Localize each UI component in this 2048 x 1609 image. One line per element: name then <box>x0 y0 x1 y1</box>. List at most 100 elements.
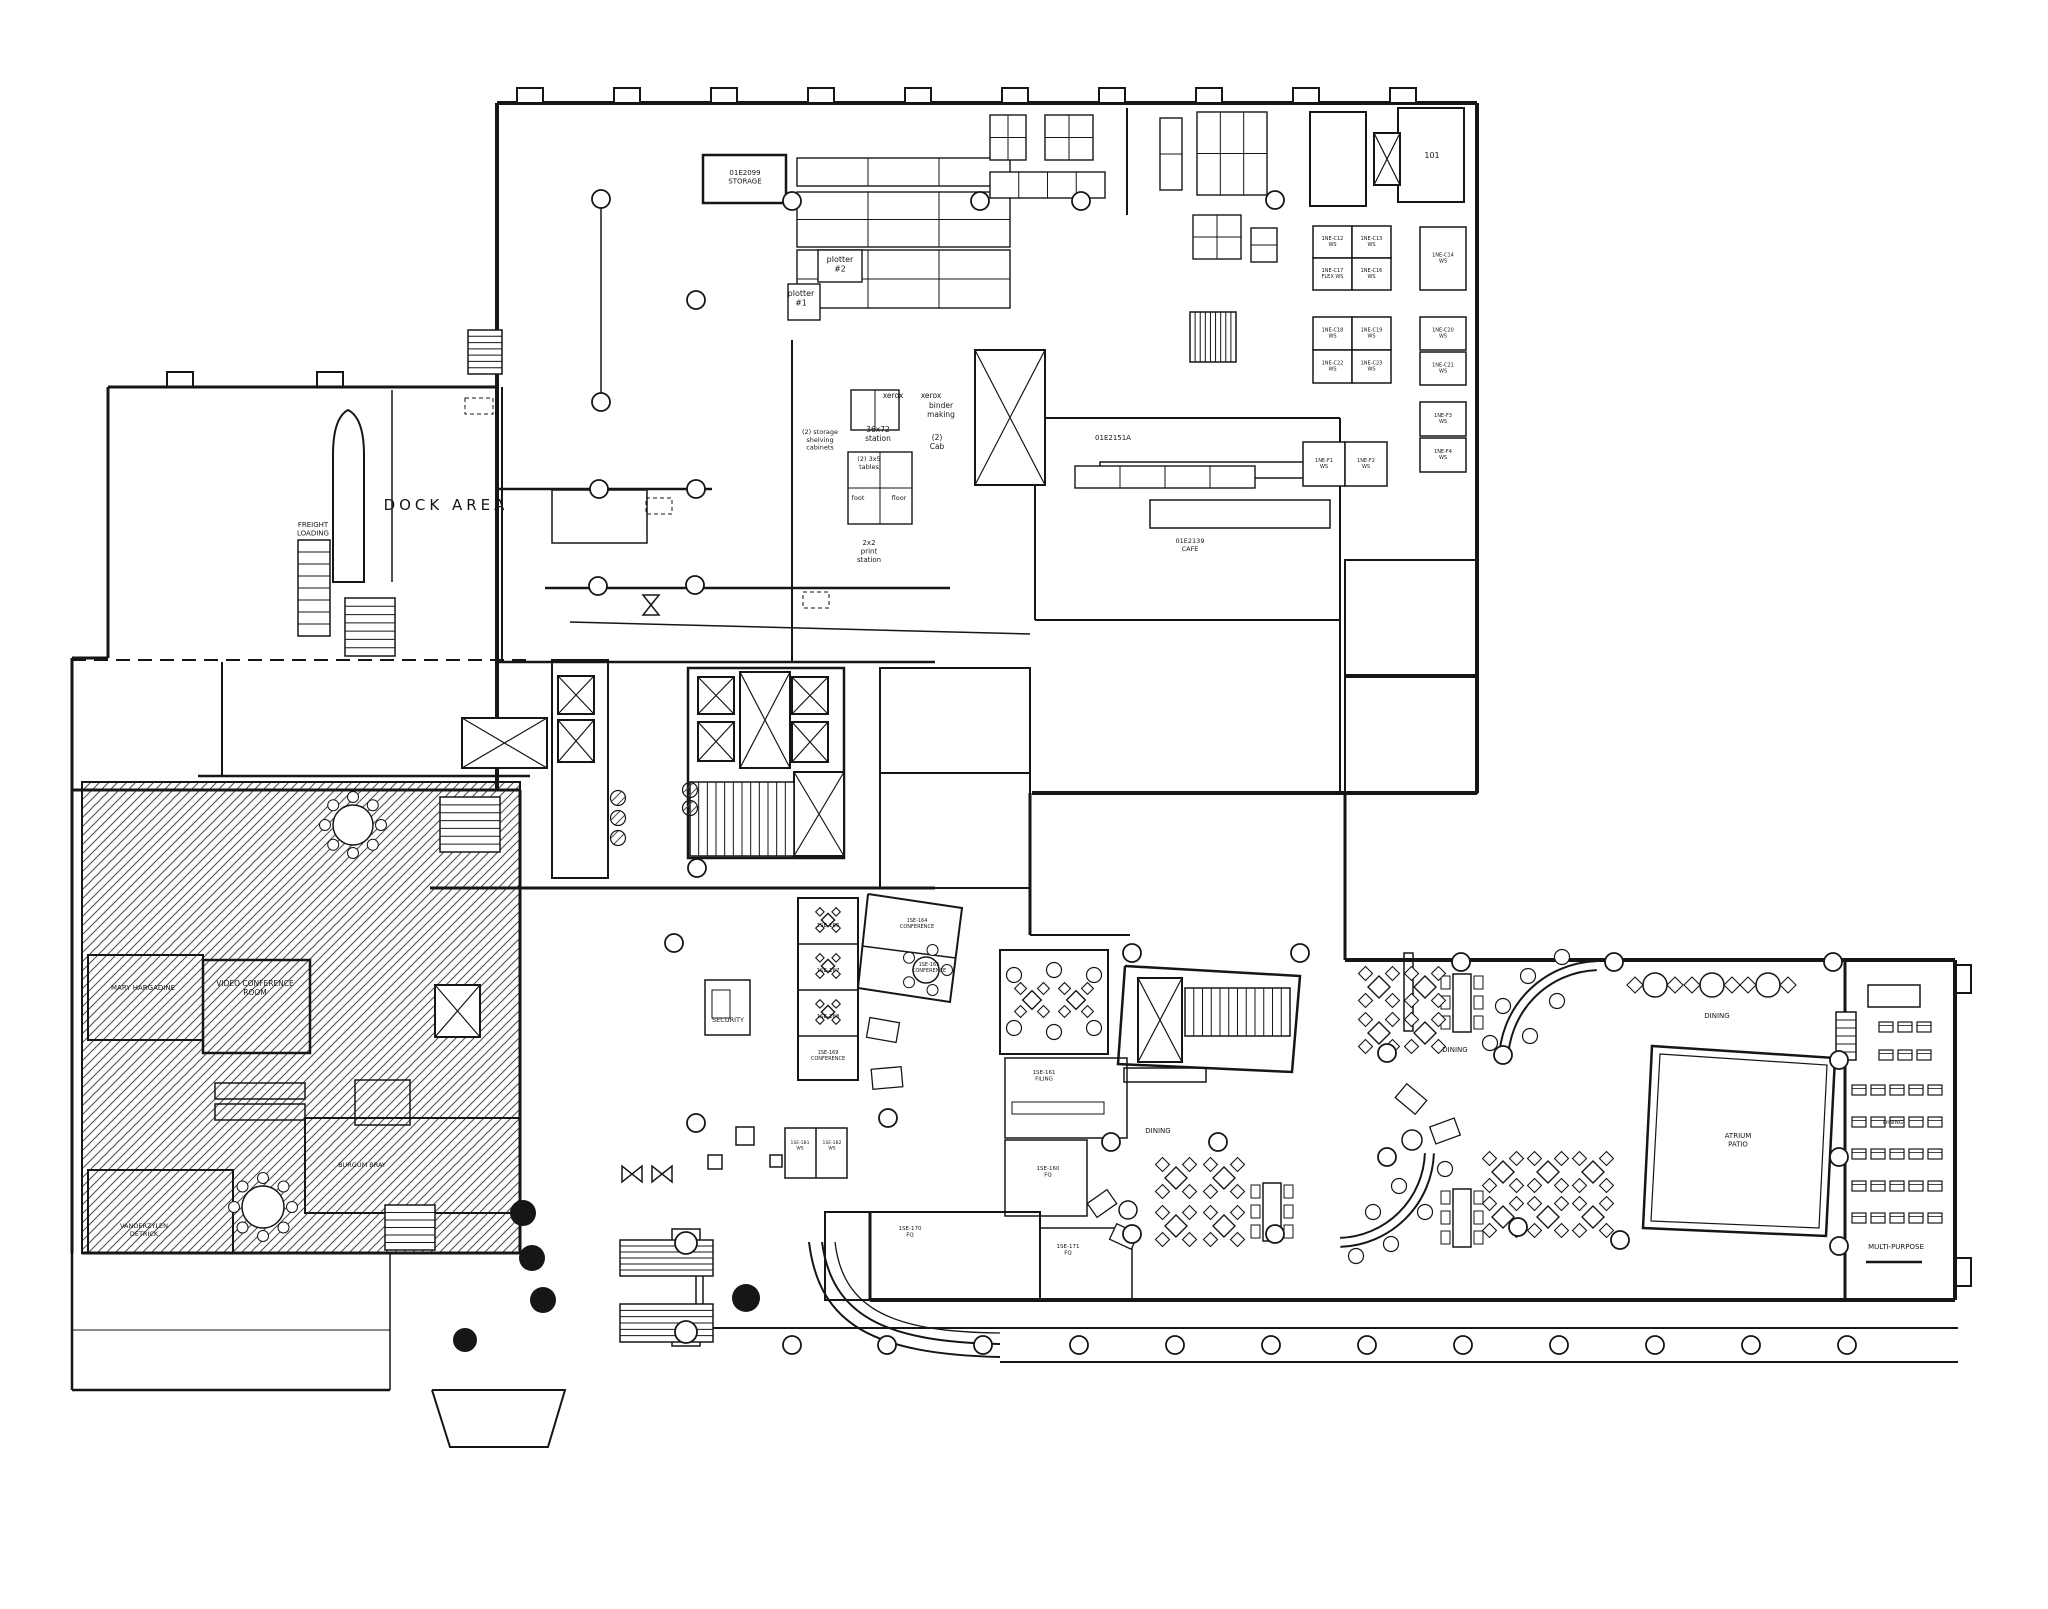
service-circle <box>681 781 699 799</box>
room-rect <box>707 1154 723 1170</box>
plan-label: 01E2151A <box>1095 434 1131 442</box>
dining-chair <box>1526 1195 1543 1212</box>
elevator-shaft-x <box>791 721 829 763</box>
cafe-chair <box>1739 976 1757 994</box>
table-chair <box>1473 1190 1484 1205</box>
audience-seat <box>1927 1084 1943 1096</box>
plan-path <box>332 408 365 583</box>
room-rect <box>551 659 609 879</box>
cafe-chair <box>1666 976 1684 994</box>
room-rect <box>316 371 344 388</box>
keynote-box <box>464 397 494 415</box>
audience-seat <box>1870 1084 1886 1096</box>
round-table <box>1401 1129 1423 1151</box>
audience-seat <box>1908 1180 1924 1192</box>
column <box>686 479 706 499</box>
lounge-seat <box>1519 967 1537 985</box>
dining-table <box>820 1004 836 1020</box>
table-chair <box>1473 1015 1484 1030</box>
dining-table <box>1164 1166 1188 1190</box>
facade-pilaster <box>1195 87 1223 104</box>
plan-label: DOCK AREA <box>384 496 509 514</box>
elevator-shaft-x <box>1373 132 1401 186</box>
audience-seat <box>1908 1084 1924 1096</box>
dining-chair <box>1357 965 1374 982</box>
plan-path <box>808 1241 1001 1358</box>
round-table-chair <box>926 944 939 956</box>
audience-seat <box>1897 1021 1913 1033</box>
cafe-chair <box>1723 976 1741 994</box>
tree-planter <box>510 1200 536 1226</box>
dining-chair <box>831 998 842 1009</box>
round-table-chair <box>347 791 359 803</box>
dining-chair <box>1598 1222 1615 1239</box>
room-rect <box>1149 499 1331 529</box>
facade-pilaster <box>710 87 738 104</box>
plan-label: MARY HARGADINE <box>111 984 175 992</box>
column <box>591 189 611 209</box>
cafe-table <box>1755 972 1781 998</box>
table-chair <box>1473 1230 1484 1245</box>
dining-chair <box>1571 1195 1588 1212</box>
dining-table <box>1367 1021 1391 1045</box>
column <box>588 576 608 596</box>
wall <box>856 893 964 1004</box>
column <box>1377 1043 1397 1063</box>
column <box>1069 1335 1089 1355</box>
elevator-shaft-x <box>793 771 845 857</box>
dining-chair <box>814 923 825 934</box>
stair-treads <box>440 804 500 845</box>
facade-pilaster <box>1389 87 1417 104</box>
column <box>1493 1045 1513 1065</box>
banquette-arc <box>1507 969 1597 1063</box>
column <box>1453 1335 1473 1355</box>
workstation-dividers <box>1193 215 1241 259</box>
long-table <box>1452 1188 1472 1248</box>
plan-label: DINING <box>1442 1046 1467 1054</box>
room-rect <box>1344 676 1478 794</box>
room-rect <box>824 1211 1041 1301</box>
lounge-seat <box>1045 961 1063 979</box>
lounge-seat <box>1416 1203 1434 1221</box>
lounge-chair <box>870 1066 904 1090</box>
dining-chair <box>1154 1204 1171 1221</box>
lounge-chair <box>1086 1188 1118 1219</box>
column <box>1208 1132 1228 1152</box>
lounge-chair <box>1394 1082 1428 1116</box>
plan-label: (2)Cab <box>930 433 945 451</box>
lounge-seat <box>1347 1247 1365 1265</box>
dining-chair <box>831 952 842 963</box>
audience-seat <box>1897 1049 1913 1061</box>
stair-treads <box>698 782 786 856</box>
round-table <box>1118 1200 1138 1220</box>
keynote-box <box>802 591 830 609</box>
dining-chair <box>1430 992 1447 1009</box>
dining-chair <box>1384 992 1401 1009</box>
banquette-arc <box>1498 960 1597 1063</box>
elevator-shaft-x <box>739 671 791 769</box>
dining-chair <box>1154 1183 1171 1200</box>
dining-chair <box>1571 1177 1588 1194</box>
column <box>685 575 705 595</box>
dining-chair <box>1057 981 1072 996</box>
lounge-seat <box>1494 997 1512 1015</box>
dining-chair <box>1526 1222 1543 1239</box>
plan-path <box>834 1241 1001 1334</box>
room-rect <box>1004 1057 1128 1139</box>
dining-chair <box>1571 1222 1588 1239</box>
dining-chair <box>831 969 842 980</box>
dining-chair <box>1357 1011 1374 1028</box>
dining-table <box>1413 975 1437 999</box>
